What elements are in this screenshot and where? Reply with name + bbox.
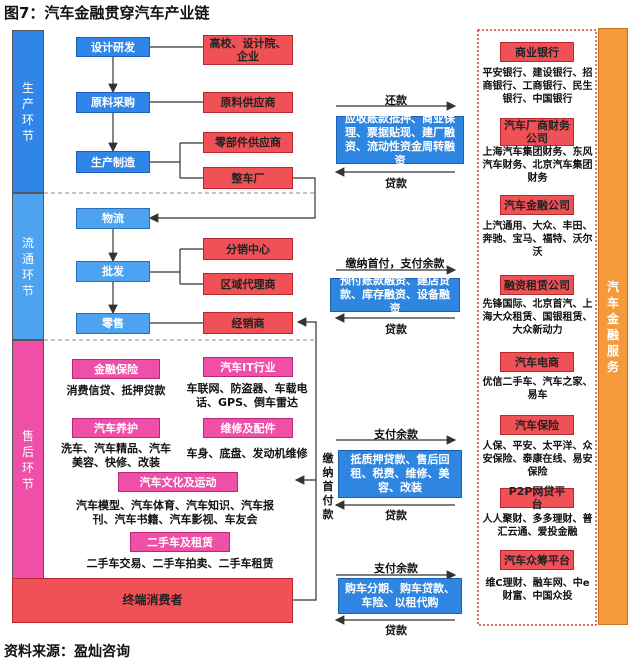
stage-production: 生产环节 <box>12 30 44 193</box>
stage-aftermarket: 售后环节 <box>12 340 44 580</box>
consumer-box: 终端消费者 <box>12 578 293 623</box>
service-7-name: P2P网贷平台 <box>500 485 574 511</box>
loan-label-3: 贷款 <box>385 509 407 522</box>
stage-circulation: 流通环节 <box>12 193 44 340</box>
finance-consumer-box: 购车分期、购车贷款、车险、以租代购 <box>338 578 462 614</box>
culture-box: 汽车文化及运动 <box>118 472 238 492</box>
pay-rest-label-2: 支付余款 <box>374 562 418 575</box>
distribution-center-box: 分销中心 <box>203 238 293 260</box>
dealer-box: 经销商 <box>203 312 293 334</box>
repair-desc: 车身、底盘、发动机维修 <box>186 447 308 460</box>
service-2-desc: 上海汽车集团财务、东风汽车财务、北京汽车集团财务 <box>482 147 593 184</box>
insurance-box: 金融保险 <box>72 359 160 379</box>
service-8-desc: 维C理财、融车网、中e财富、中国众投 <box>485 578 590 602</box>
service-4-desc: 先锋国际、北京首汽、上海大众租赁、国银租赁、大众新动力 <box>482 299 593 336</box>
service-1-desc: 平安银行、建设银行、招商银行、工商银行、民生银行、中国银行 <box>482 68 593 105</box>
retail-box: 零售 <box>76 313 150 334</box>
used-desc: 二手车交易、二手车拍卖、二手车租赁 <box>86 557 274 570</box>
logistics-box: 物流 <box>76 208 150 229</box>
procurement-box: 原料采购 <box>76 92 150 113</box>
it-box: 汽车IT行业 <box>203 357 293 377</box>
design-box: 设计研发 <box>76 37 150 57</box>
regional-agent-box: 区域代理商 <box>203 273 293 295</box>
finance-production-box: 应收账款抵押、商业保理、票据贴现、建厂融资、流动性资金周转融资 <box>336 112 464 167</box>
culture-desc: 汽车模型、汽车体育、汽车知识、汽车报刊、汽车书籍、汽车影视、车友会 <box>76 499 274 526</box>
repair-box: 维修及配件 <box>203 418 293 438</box>
care-desc: 洗车、汽车精品、汽车美容、快修、改装 <box>61 442 171 469</box>
loan-label-4: 贷款 <box>385 624 407 637</box>
source-note: 资料来源：盈灿咨询 <box>4 644 130 660</box>
repay-label: 还款 <box>385 94 407 107</box>
loan-label-2: 贷款 <box>385 323 407 336</box>
auto-finance-services-bar: 汽车金融服务 <box>598 28 628 625</box>
service-8-name: 汽车众筹平台 <box>500 550 574 570</box>
pay-rest-label-1: 支付余款 <box>374 428 418 441</box>
loan-label-1: 贷款 <box>385 177 407 190</box>
oem-box: 整车厂 <box>203 167 293 189</box>
care-box: 汽车养护 <box>72 418 160 438</box>
pay-down-label: 缴纳首付，支付余款 <box>345 257 445 270</box>
universities-box: 高校、设计院、企业 <box>203 35 293 65</box>
insurance-desc: 消费信贷、抵押贷款 <box>66 384 166 397</box>
pay-down-vertical-label: 缴纳首付款 <box>322 452 334 521</box>
it-desc: 车联网、防盗器、车载电话、GPS、倒车雷达 <box>186 382 308 409</box>
service-group-border <box>477 29 597 626</box>
parts-supplier-box: 零部件供应商 <box>203 132 293 153</box>
figure-title: 图7：汽车金融贯穿汽车产业链 <box>4 4 210 22</box>
service-4-name: 融资租赁公司 <box>500 275 574 295</box>
finance-aftermarket-box: 抵质押贷款、售后回租、税费、维修、美容、改装 <box>338 450 462 498</box>
service-5-name: 汽车电商 <box>500 352 574 372</box>
finance-circulation-box: 预付账款融资、建店贷款、库存融资、设备融资 <box>330 274 460 315</box>
manufacturing-box: 生产制造 <box>76 151 150 173</box>
service-2-name: 汽车厂商财务公司 <box>500 118 574 146</box>
service-6-name: 汽车保险 <box>500 415 574 435</box>
service-1-name: 商业银行 <box>500 42 574 62</box>
raw-supplier-box: 原料供应商 <box>203 92 293 113</box>
service-3-desc: 上汽通用、大众、丰田、奔驰、宝马、福特、沃尔沃 <box>482 221 593 258</box>
service-6-desc: 人保、平安、太平洋、众安保险、泰康在线、易安保险 <box>482 441 593 478</box>
service-3-name: 汽车金融公司 <box>500 195 574 215</box>
service-5-desc: 优信二手车、汽车之家、易车 <box>482 377 593 401</box>
wholesale-box: 批发 <box>76 261 150 282</box>
service-7-desc: 人人聚财、多多理财、普汇云通、爱投金融 <box>482 514 593 538</box>
used-box: 二手车及租赁 <box>130 532 230 552</box>
